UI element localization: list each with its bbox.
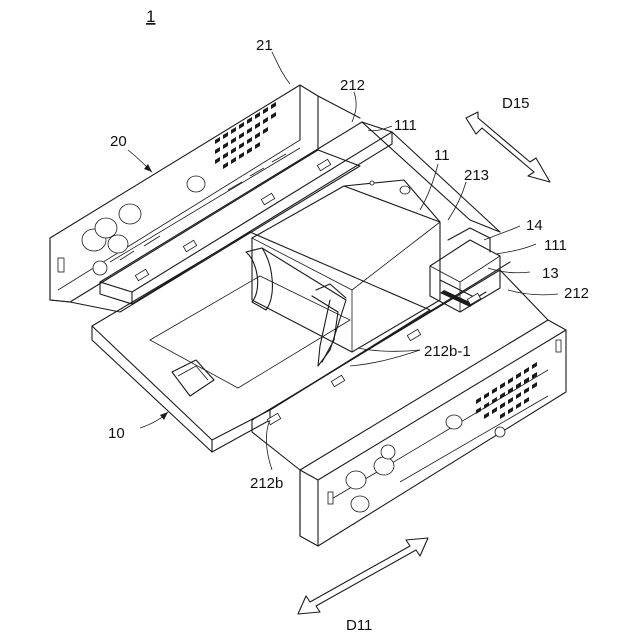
label-212-top: 212: [340, 77, 365, 94]
disk-drive: [252, 180, 440, 352]
right-side-panel: [252, 262, 566, 546]
label-21: 21: [256, 37, 273, 54]
arrow-d11: [298, 538, 428, 614]
label-212b-1: 212b-1: [424, 343, 471, 360]
label-111-right: 111: [544, 237, 567, 254]
cable-harness: [246, 248, 346, 366]
label-13: 13: [542, 265, 559, 282]
figure-number: 1: [146, 7, 155, 26]
right-vent-grid: [476, 362, 537, 419]
label-213: 213: [464, 167, 489, 184]
label-212-right: 212: [564, 285, 589, 302]
label-11: 11: [434, 147, 450, 164]
label-20: 20: [110, 133, 127, 150]
label-d15: D15: [502, 95, 530, 112]
label-14: 14: [526, 217, 543, 234]
label-10: 10: [108, 425, 125, 442]
leader-lines: [128, 52, 558, 470]
label-111-top: 111: [394, 117, 417, 134]
label-d11: D11: [346, 617, 372, 634]
label-212b: 212b: [250, 475, 283, 492]
left-side-panel: [50, 85, 360, 312]
left-vent-grid: [215, 102, 276, 169]
